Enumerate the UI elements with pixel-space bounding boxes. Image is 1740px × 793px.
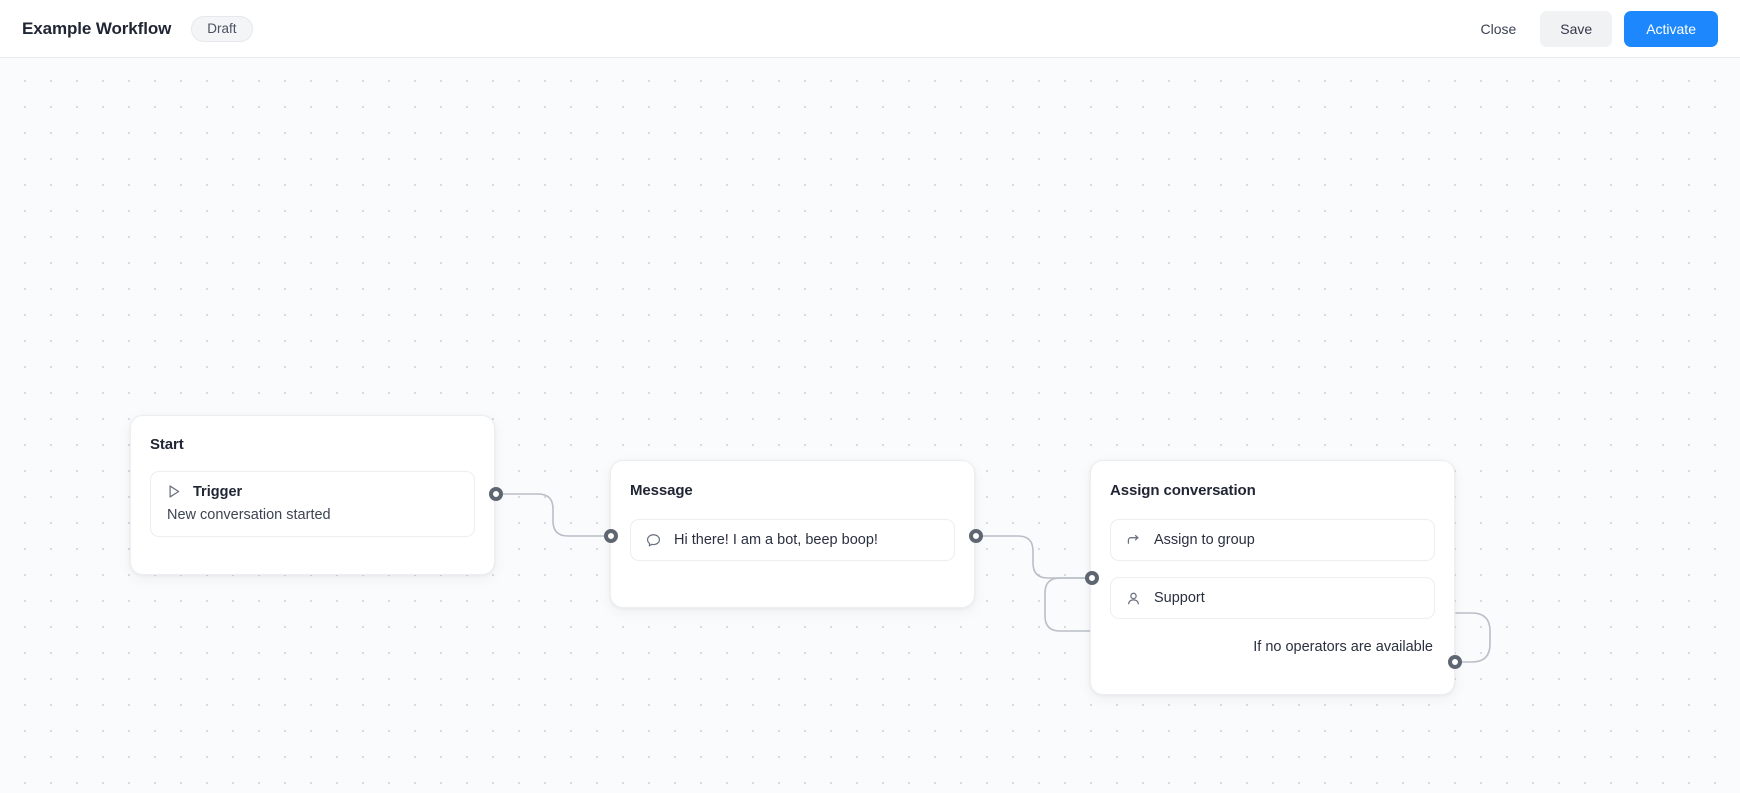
- node-start[interactable]: Start Trigger New conversation started: [130, 415, 495, 575]
- play-triangle-icon: [165, 483, 182, 500]
- edge-start-to-message: [495, 493, 611, 537]
- port-start-output[interactable]: [489, 487, 503, 501]
- node-start-title: Start: [150, 436, 184, 453]
- assigned-operator-row[interactable]: Support: [1110, 577, 1435, 619]
- header-left-group: Example Workflow Draft: [22, 15, 253, 42]
- user-icon: [1125, 590, 1142, 607]
- assigned-operator-label: Support: [1154, 590, 1205, 606]
- status-badge: Draft: [191, 15, 253, 42]
- port-assign-fallback-output[interactable]: [1448, 655, 1462, 669]
- trigger-description: New conversation started: [167, 507, 331, 523]
- edge-fallback-loop: [1455, 612, 1491, 663]
- app-header: Example Workflow Draft Close Save Activa…: [0, 0, 1740, 58]
- message-row[interactable]: Hi there! I am a bot, beep boop!: [630, 519, 955, 561]
- trigger-header: Trigger: [165, 483, 460, 500]
- header-actions: Close Save Activate: [1468, 10, 1718, 47]
- edge-loopback-left: [1044, 577, 1093, 632]
- port-assign-input[interactable]: [1085, 571, 1099, 585]
- node-message[interactable]: Message Hi there! I am a bot, beep boop!: [610, 460, 975, 608]
- node-assign-conversation[interactable]: Assign conversation Assign to group: [1090, 460, 1455, 695]
- assign-to-group-label: Assign to group: [1154, 532, 1255, 548]
- node-assign-title: Assign conversation: [1110, 482, 1256, 499]
- port-message-output[interactable]: [969, 529, 983, 543]
- node-message-title: Message: [630, 482, 693, 499]
- message-text: Hi there! I am a bot, beep boop!: [674, 532, 878, 548]
- activate-button[interactable]: Activate: [1624, 10, 1718, 47]
- assign-to-group-row[interactable]: Assign to group: [1110, 519, 1435, 561]
- port-message-input[interactable]: [604, 529, 618, 543]
- corner-up-right-arrow-icon: [1125, 532, 1142, 549]
- save-button[interactable]: Save: [1540, 10, 1613, 47]
- trigger-label: Trigger: [193, 483, 243, 500]
- fallback-label: If no operators are available: [1253, 639, 1433, 655]
- chat-bubble-icon: [645, 532, 662, 549]
- workflow-title: Example Workflow: [22, 18, 172, 38]
- workflow-canvas[interactable]: Start Trigger New conversation started M…: [0, 58, 1740, 793]
- edge-message-to-assign: [975, 535, 1091, 579]
- trigger-block[interactable]: Trigger New conversation started: [150, 471, 475, 537]
- close-button[interactable]: Close: [1468, 12, 1528, 46]
